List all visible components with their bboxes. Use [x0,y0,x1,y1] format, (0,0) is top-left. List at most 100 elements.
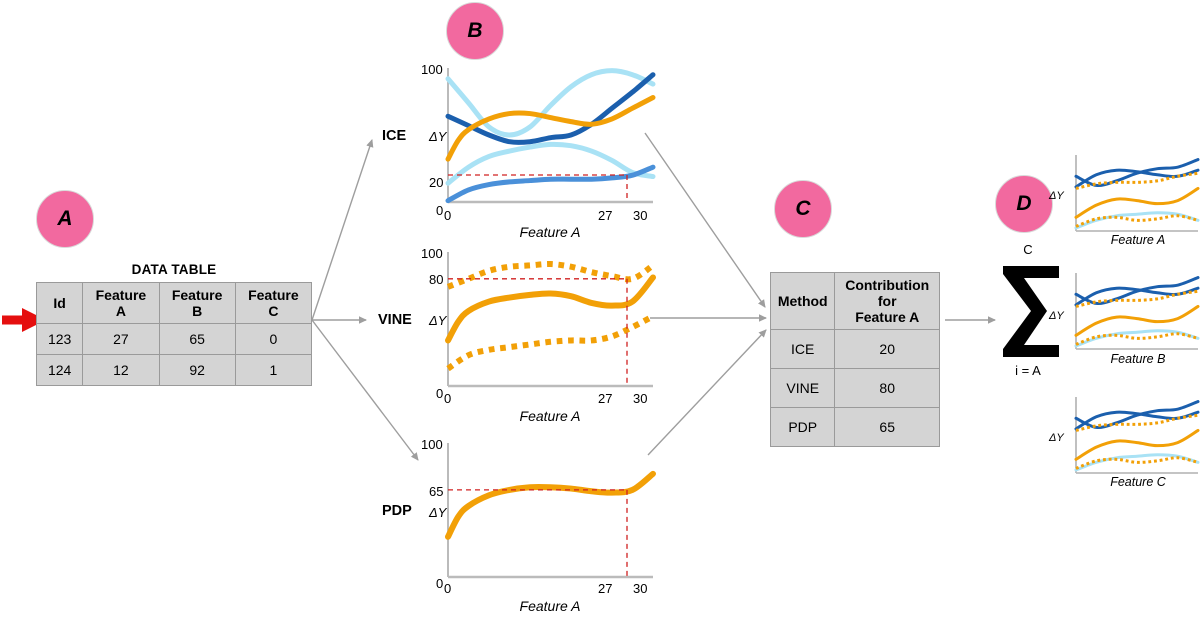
mini-a-series-group [1074,158,1200,230]
col-header-feature-b: Feature B [158,282,236,324]
vine-xtick-0: 0 [444,391,452,406]
ice-curve-navy [445,72,656,145]
col-header-id: Id [35,282,84,324]
mini-orange-dotted [1075,413,1199,432]
mini-chart-a [1074,155,1200,232]
contrib-header-line2: Feature A [855,309,920,325]
summation-upper-limit: C [1023,242,1033,257]
mini-navy-1 [1074,276,1200,306]
step-badge-a-label: A [57,207,73,230]
mini-c-x-axis-label: Feature C [1110,475,1166,489]
ice-ytick-100: 100 [421,62,443,77]
table-row[interactable]: PDP 65 [769,407,940,447]
contrib-value-vine: 80 [834,368,940,408]
vine-xtick-30: 30 [633,391,648,406]
mini-orange-dotted [1075,171,1199,190]
contrib-method-vine: VINE [769,368,836,408]
table-row[interactable]: ICE 20 [769,329,940,369]
mini-cyan [1074,211,1200,230]
mini-a-x-axis-label: Feature A [1110,233,1166,247]
mini-c-series-group [1074,400,1200,472]
mini-orange-solid [1074,304,1200,337]
red-row-arrow [2,308,46,332]
summation-lower-limit: i = A [1015,363,1041,378]
pdp-xtick-30: 30 [633,581,648,596]
mini-navy-1 [1074,158,1200,188]
cell-feature-a: 12 [82,354,160,386]
contrib-value-ice: 20 [834,329,940,369]
ice-xtick-0: 0 [444,208,452,223]
method-label-vine: VINE [378,312,412,328]
summation-icon [1003,266,1059,357]
pdp-series-group [445,470,656,540]
mini-orange-dotted-2 [1075,456,1199,470]
mini-orange-solid [1074,186,1200,219]
mini-b-x-axis-label: Feature B [1110,352,1166,366]
cell-feature-b: 65 [158,323,236,355]
pdp-y-axis-label: ΔY [429,505,447,520]
mini-orange-dotted-2 [1075,214,1199,228]
cell-feature-b: 92 [158,354,236,386]
ice-series-group [445,68,656,204]
ice-chart [445,68,656,204]
ice-curve-blue [445,164,656,204]
ice-curve-orange [445,94,656,162]
cell-feature-a: 27 [82,323,160,355]
step-badge-a: A [36,190,94,248]
method-label-ice: ICE [382,128,407,144]
contrib-method-ice: ICE [769,329,836,369]
mini-b-series-group [1074,276,1200,348]
step-badge-b: B [446,2,504,60]
data-table-block: DATA TABLE Id Feature A Feature B Featur… [35,262,313,386]
vine-mean [445,274,656,344]
ice-curve-cyan-lower [445,141,656,186]
col-header-feature-c: Feature C [234,282,313,324]
ice-x-axis-label: Feature A [519,224,581,240]
vine-chart [445,252,656,388]
cell-feature-c: 1 [234,354,313,386]
cell-id: 124 [35,354,84,386]
table-row[interactable]: 124 12 92 1 [35,354,313,386]
ice-ytick-20: 20 [429,175,444,190]
mini-cyan [1074,453,1200,472]
pdp-ytick-65: 65 [429,484,444,499]
step-badge-d-label: D [1016,192,1032,215]
mini-c-y-axis-label: ΔY [1049,432,1064,444]
vine-ytick-100: 100 [421,246,443,261]
vine-ytick-80: 80 [429,272,444,287]
mini-chart-c [1074,397,1200,474]
pdp-ytick-0: 0 [436,576,444,591]
vine-lower-band [446,313,655,372]
ice-y-axis-label: ΔY [429,129,447,144]
mini-orange-solid [1074,428,1200,461]
contribution-table: Method Contribution for Feature A ICE 20… [769,272,940,447]
table-row[interactable]: 123 27 65 0 [35,323,313,355]
step-badge-c: C [774,180,832,238]
vine-series-group [445,261,656,372]
mini-chart-b [1074,273,1200,350]
vine-x-axis-label: Feature A [519,408,581,424]
pdp-ytick-100: 100 [421,437,443,452]
step-badge-c-label: C [795,197,811,220]
mini-navy-1 [1074,400,1200,430]
data-table: Id Feature A Feature B Feature C 123 27 … [35,282,313,386]
ice-xtick-27: 27 [598,208,613,223]
vine-upper-band [446,261,655,290]
cell-id: 123 [35,323,84,355]
table-header-row: Id Feature A Feature B Feature C [35,282,313,324]
vine-ytick-0: 0 [436,386,444,401]
contrib-col-header-method: Method [769,272,836,330]
pdp-mean [445,470,656,540]
mini-orange-dotted [1075,289,1199,308]
contrib-col-header-value: Contribution for Feature A [834,272,940,330]
mini-b-y-axis-label: ΔY [1049,310,1064,322]
pdp-xtick-27: 27 [598,581,613,596]
pdp-x-axis-label: Feature A [519,598,581,614]
table-row[interactable]: VINE 80 [769,368,940,408]
contrib-value-pdp: 65 [834,407,940,447]
col-header-feature-a: Feature A [82,282,160,324]
ice-xtick-30: 30 [633,208,648,223]
mini-cyan [1074,329,1200,348]
mini-a-y-axis-label: ΔY [1049,190,1064,202]
vine-y-axis-label: ΔY [429,313,447,328]
